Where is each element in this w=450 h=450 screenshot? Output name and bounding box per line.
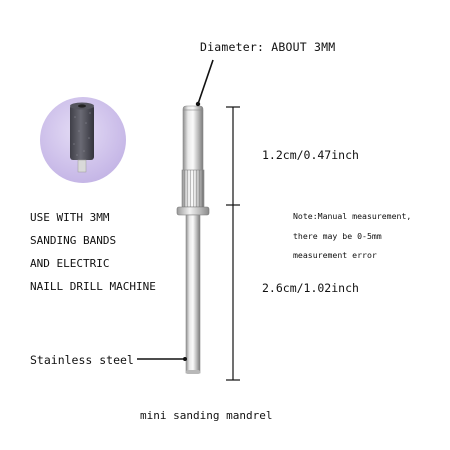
note-line: there may be 0-5mm <box>293 230 382 241</box>
mandrel-icon <box>176 105 210 374</box>
usage-line: NAILL DRILL MACHINE <box>30 280 156 293</box>
measurement-bracket <box>226 106 240 381</box>
usage-line: AND ELECTRIC <box>30 257 110 270</box>
material-label: Stainless steel <box>30 353 134 367</box>
usage-text: USE WITH 3MM SANDING BANDS AND ELECTRIC … <box>30 206 156 298</box>
note-line: measurement error <box>293 250 377 260</box>
length-top-label: 1.2cm/0.47inch <box>262 148 359 162</box>
note-line: Note:Manual measurement, <box>293 211 412 221</box>
usage-line: SANDING BANDS <box>30 234 117 247</box>
diameter-pointer <box>197 59 214 105</box>
product-caption: mini sanding mandrel <box>140 409 273 422</box>
sanding-band-inset <box>40 97 126 183</box>
length-bottom-label: 2.6cm/1.02inch <box>262 281 359 295</box>
usage-line: USE WITH 3MM <box>30 211 110 224</box>
measurement-note: Note:Manual measurement, there may be 0-… <box>293 207 411 266</box>
diameter-label: Diameter: ABOUT 3MM <box>200 40 336 54</box>
sanding-band-icon <box>70 102 94 173</box>
